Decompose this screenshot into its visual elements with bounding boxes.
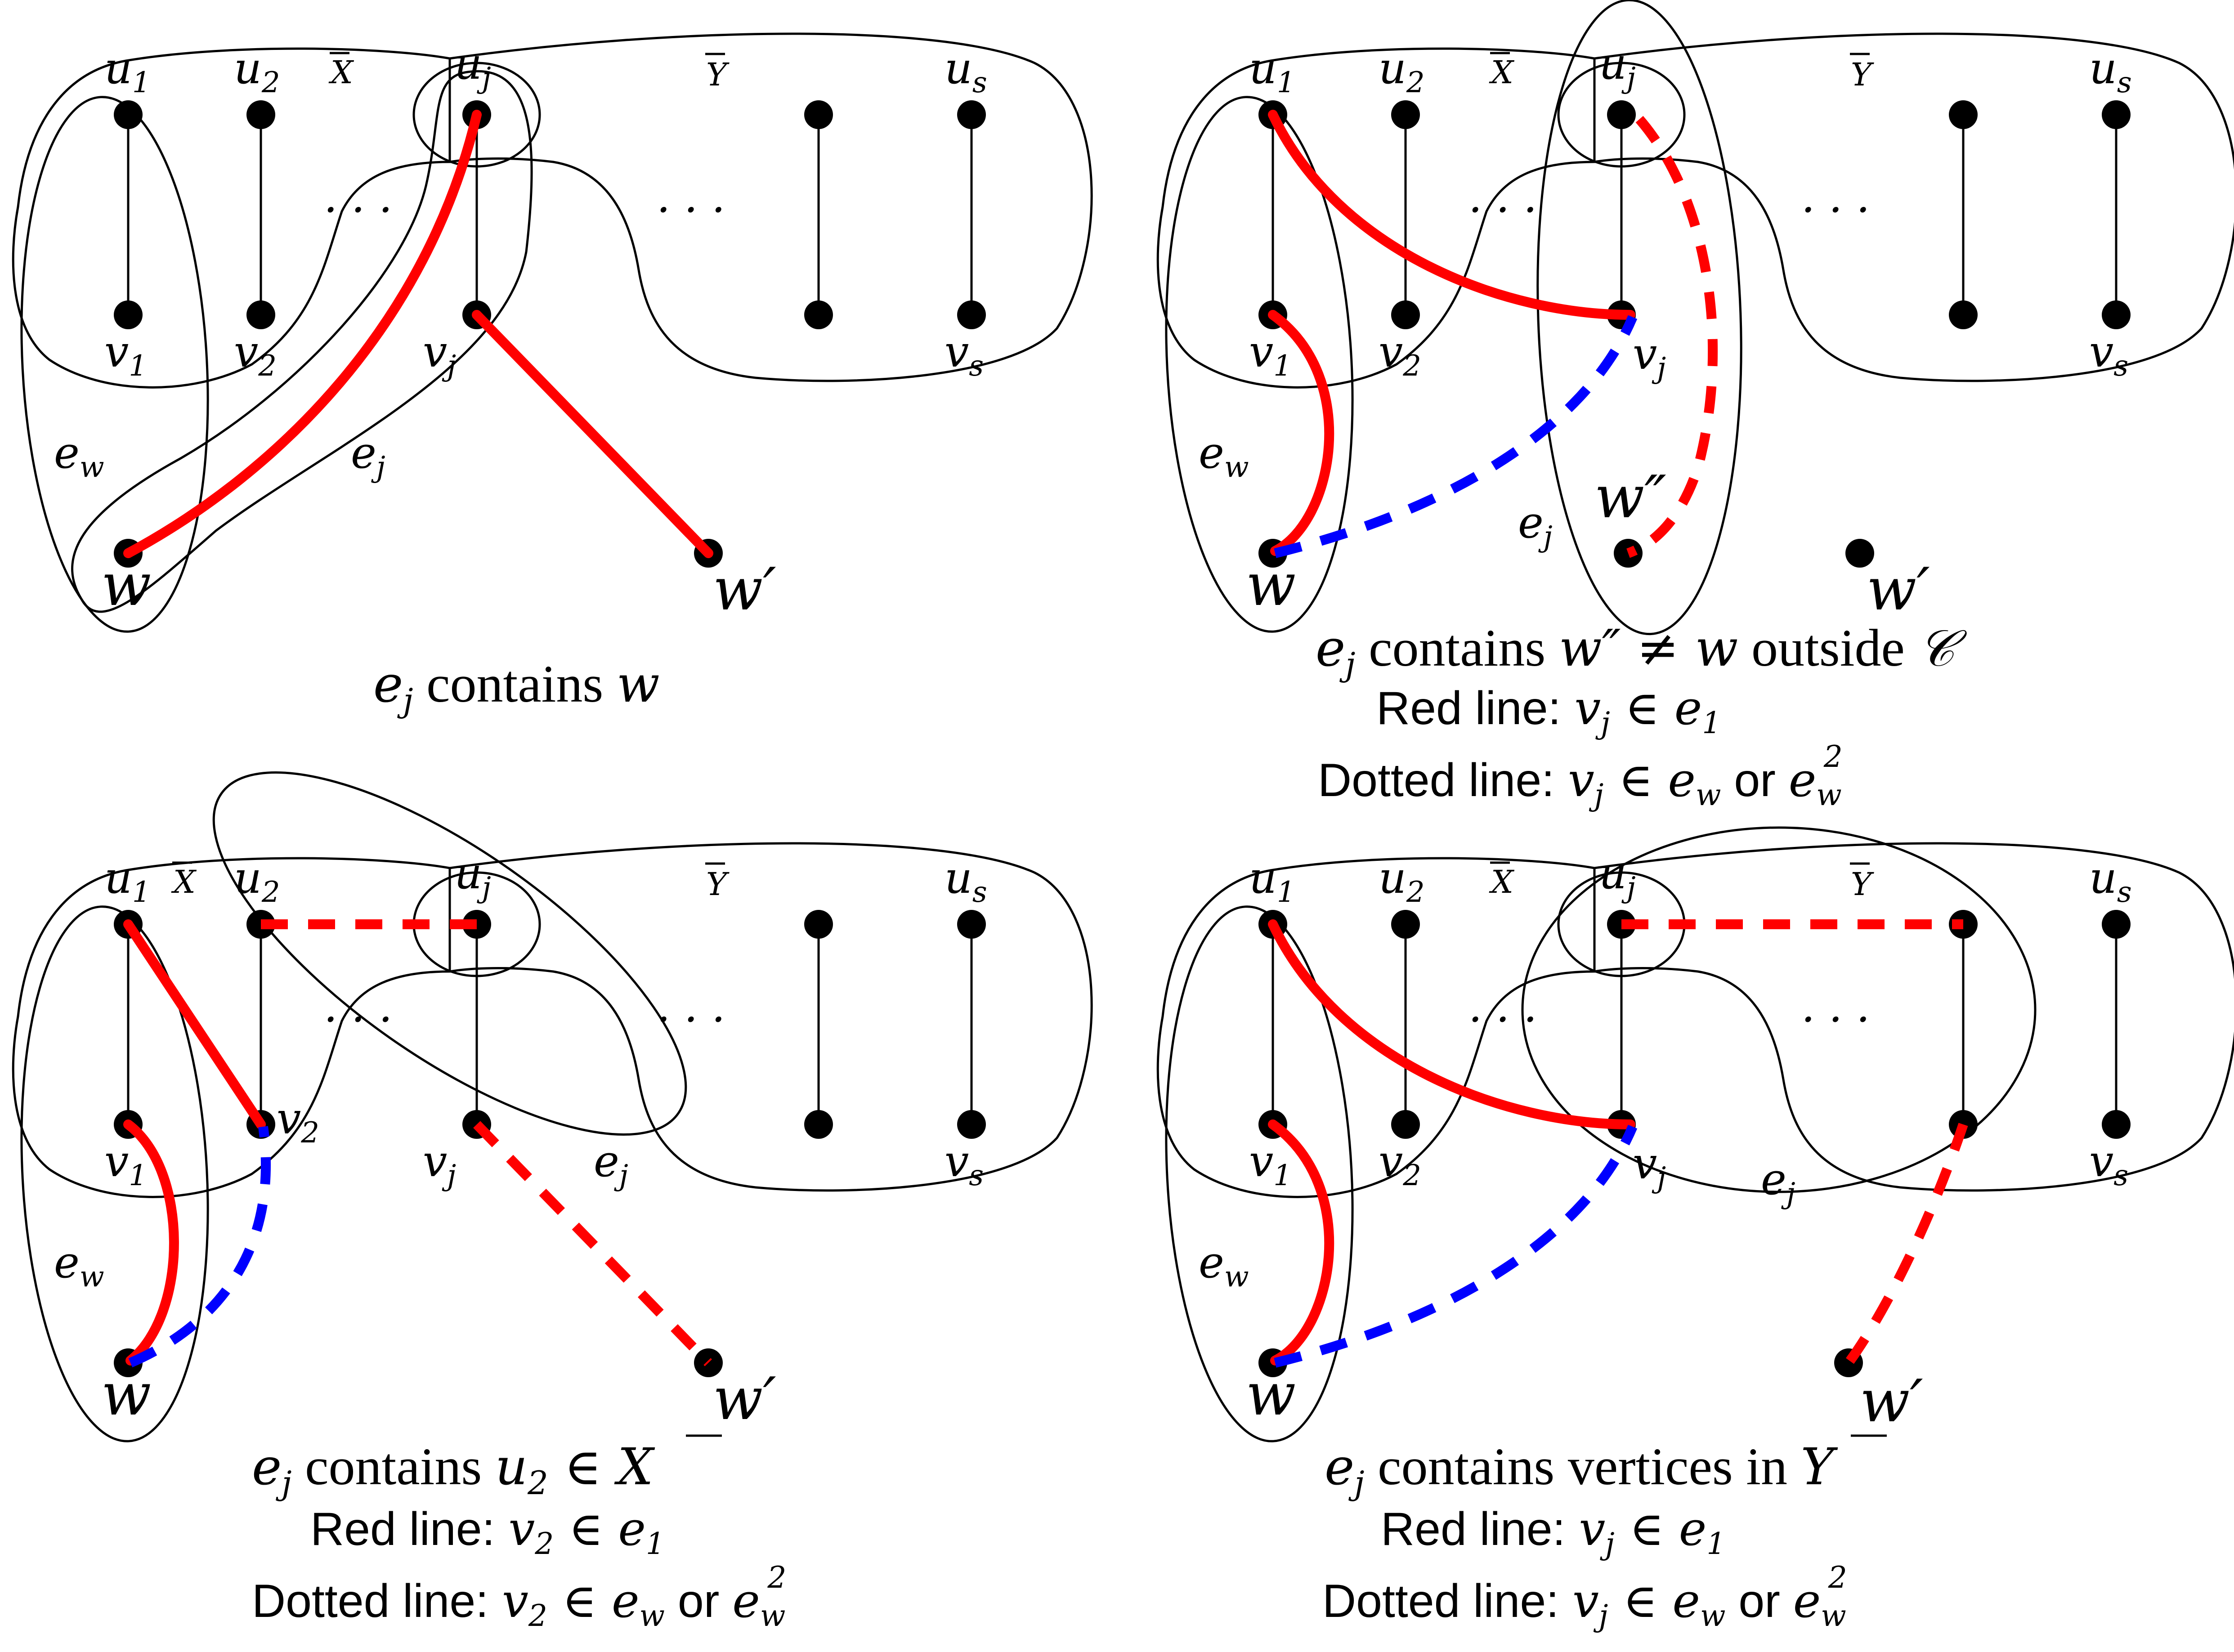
hyperedge-ej <box>71 70 533 613</box>
hyperedge-ej <box>1536 0 1742 636</box>
dotted-line-legend-br: Dotted line:vj ∈ ew or ew2 <box>1322 1560 1847 1633</box>
svg-text:· · ·: · · · <box>1468 185 1537 235</box>
svg-text:vj: vj <box>1633 1138 1666 1195</box>
svg-text:ej: ej <box>1761 1154 1795 1210</box>
svg-text:X: X <box>171 864 197 900</box>
red-line-vj-wprime <box>472 310 713 558</box>
svg-text:w″: w″ <box>1594 463 1666 531</box>
red-line-u1-vj <box>1268 110 1635 320</box>
panel-top-left: v2 vj ej w′ · · · X ej contains w <box>9 34 1092 719</box>
red-line-legend-br: Red line:vj ∈ e1 <box>1381 1501 1725 1561</box>
svg-text:vj: vj <box>1633 329 1666 385</box>
panel-bottom-right: v2 vj ej w′ · · · X ej contains vertices… <box>1153 826 2234 1633</box>
red-line-legend-bl: Red line:v2 ∈ e1 <box>310 1501 665 1561</box>
svg-text:X: X <box>1489 864 1515 900</box>
svg-text:v2: v2 <box>1379 1136 1421 1192</box>
red-line-u1-vj <box>1268 919 1635 1129</box>
red-line-w-uj <box>123 110 482 558</box>
svg-text:v2: v2 <box>1379 327 1421 383</box>
caption-tl: ej contains w <box>373 654 660 719</box>
dotted-line-legend-tr: Dotted line:vj ∈ ew or ew2 <box>1318 739 1843 812</box>
svg-text:X: X <box>1489 54 1515 91</box>
blue-dotted-w-vj <box>1274 1124 1638 1368</box>
svg-text:ej: ej <box>351 428 385 484</box>
svg-text:w′: w′ <box>1860 1367 1923 1435</box>
red-line-v1-w <box>123 1119 179 1365</box>
svg-text:w′: w′ <box>713 555 776 623</box>
red-line-v1-w <box>1268 1119 1334 1365</box>
red-dotted-vj-wprime <box>473 1121 712 1366</box>
svg-text:w′: w′ <box>713 1365 776 1433</box>
svg-text:ej: ej <box>594 1136 628 1192</box>
svg-text:w′: w′ <box>1867 555 1930 623</box>
svg-text:· · ·: · · · <box>324 185 393 235</box>
red-line-u1-v2 <box>123 919 266 1129</box>
panel-bottom-left: v2 vj ej w′ · · · X ej contains u2 ∈ X R… <box>9 771 1092 1633</box>
svg-text:· · ·: · · · <box>1468 994 1537 1045</box>
caption-bl: ej contains u2 ∈ X <box>252 1437 655 1502</box>
svg-text:· · ·: · · · <box>324 994 393 1045</box>
hyperedge-ej <box>212 771 687 1136</box>
svg-text:vj: vj <box>423 1136 456 1192</box>
red-dotted-yvertex-wprime <box>1845 1123 1968 1366</box>
svg-text:ej: ej <box>1518 497 1553 554</box>
svg-text:v2: v2 <box>277 1093 319 1150</box>
svg-text:vj: vj <box>423 327 456 383</box>
caption-br: ej contains vertices in Y <box>1325 1437 1838 1502</box>
panel-top-right: v2 vj ej w″ w′ · · · X ej contains w″ ≠ … <box>1153 0 2234 812</box>
svg-text:X: X <box>328 54 354 91</box>
hyperedge-ej <box>1521 826 2037 1193</box>
caption-tr: ej contains w″ ≠ w outside 𝒞 <box>1316 618 1967 683</box>
red-line-v1-w <box>1268 310 1334 556</box>
blue-dotted-w-vj <box>1274 315 1638 558</box>
dotted-line-legend-bl: Dotted line:v2 ∈ ew or ew2 <box>252 1560 786 1633</box>
red-dotted-uj-w2 <box>1626 116 1718 558</box>
svg-text:v2: v2 <box>234 327 277 383</box>
red-line-legend-tr: Red line:vj ∈ e1 <box>1376 680 1721 740</box>
blue-dotted-w-v2 <box>128 1126 271 1368</box>
